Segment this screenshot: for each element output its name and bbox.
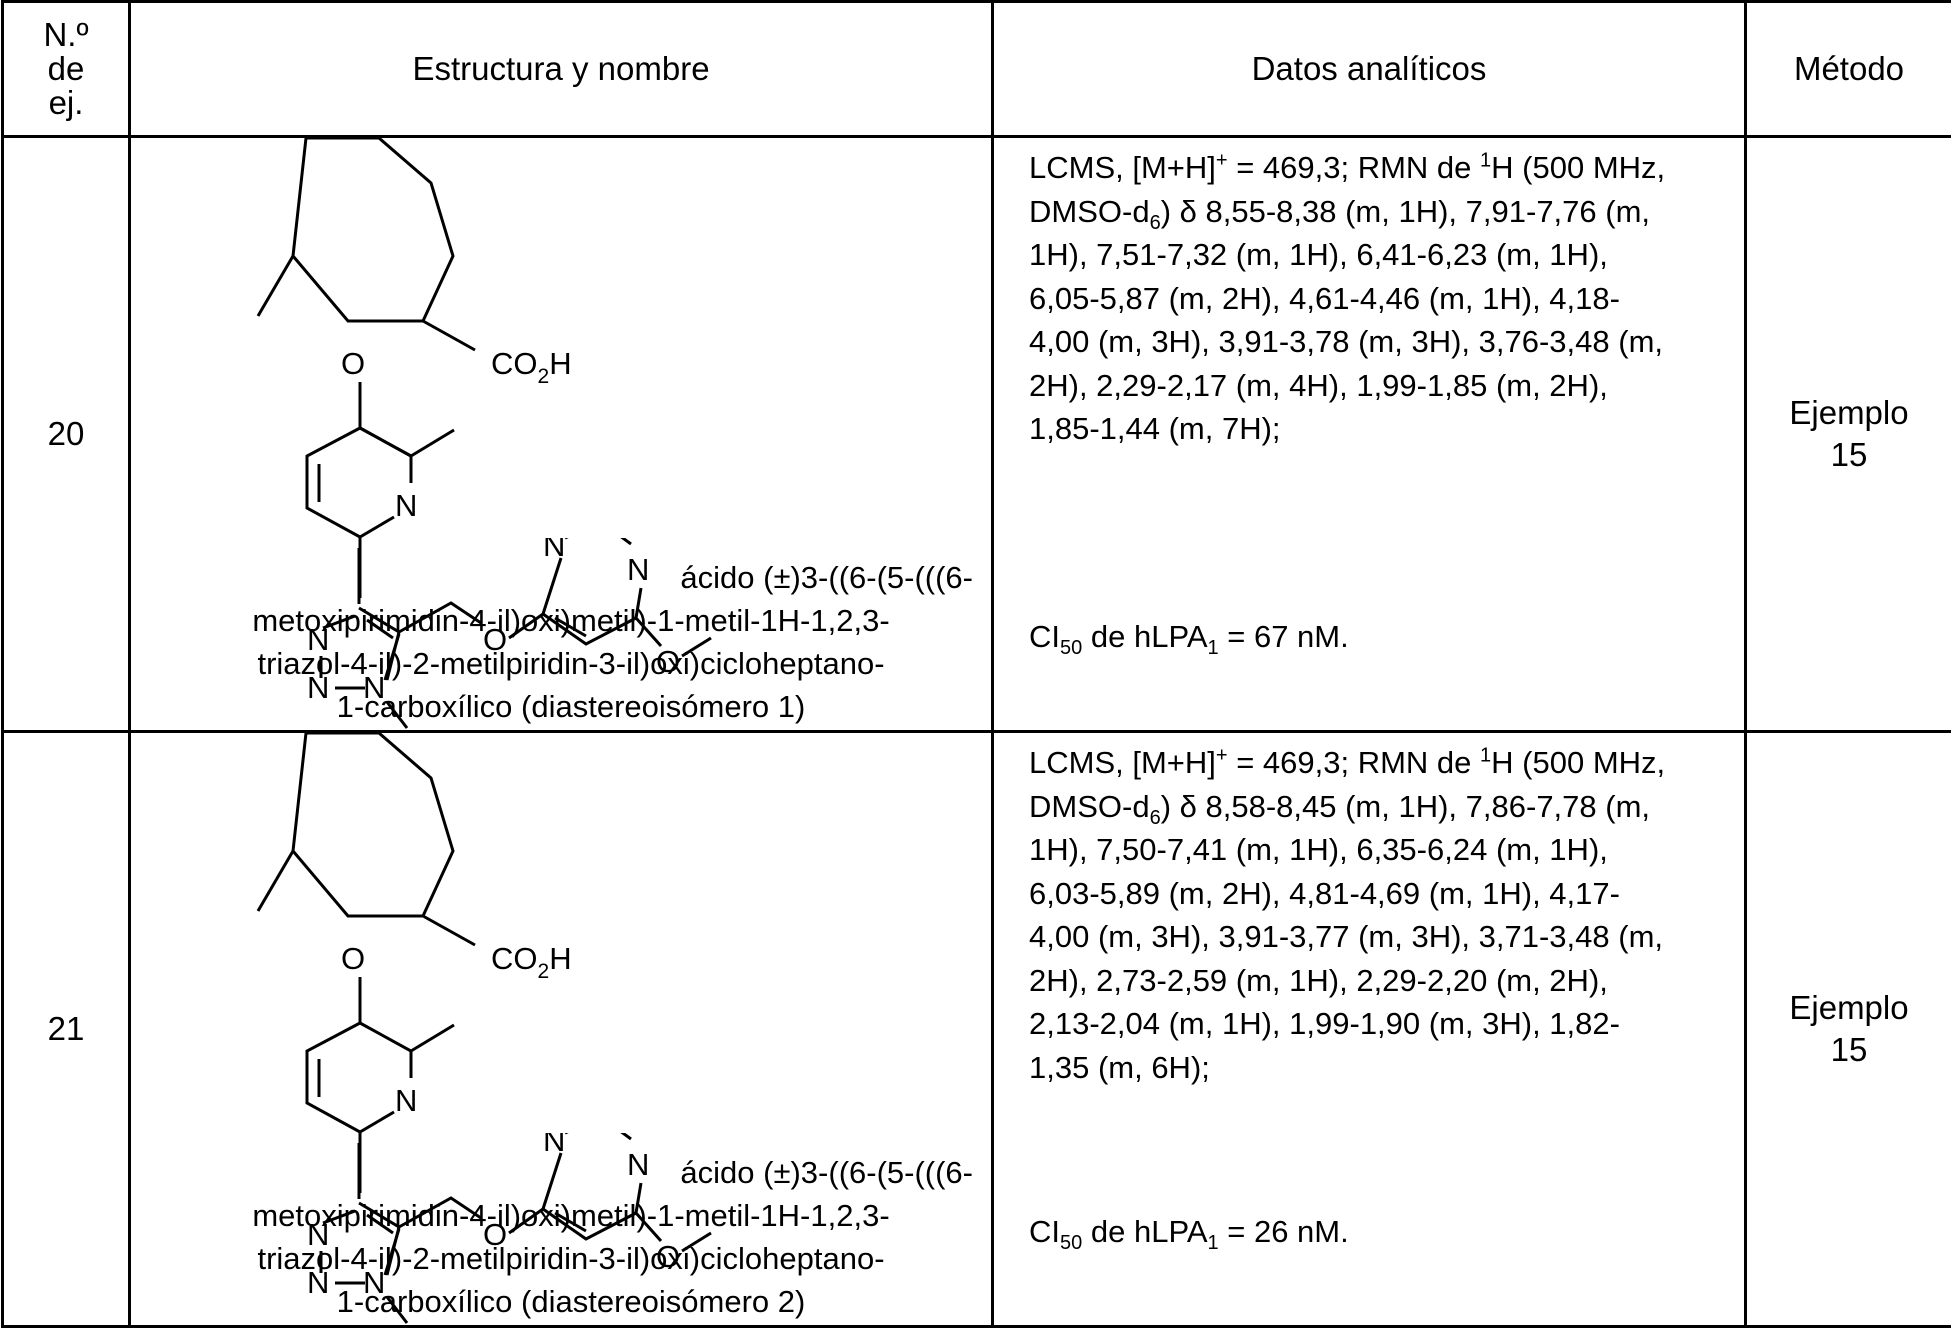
name-line2: metoxipirimidin-4-il)oxi)metil)-1-metil-…	[252, 603, 889, 638]
atom-o: O	[341, 941, 365, 976]
table-row: 20 O CO2H N	[3, 137, 1951, 732]
name-line4: 1-carboxílico (diastereoisómero 1)	[337, 689, 806, 724]
method-cell: Ejemplo 15	[1746, 732, 1951, 1327]
example-number: 20	[3, 137, 130, 732]
structure-cell: O CO2H N N N N	[130, 732, 993, 1327]
method-line1: Ejemplo	[1789, 989, 1908, 1026]
header-structure: Estructura y nombre	[130, 2, 993, 137]
header-row: N.º de ej. Estructura y nombre Datos ana…	[3, 2, 1951, 137]
method-line1: Ejemplo	[1789, 394, 1908, 431]
method-line2: 15	[1831, 436, 1868, 473]
method-cell: Ejemplo 15	[1746, 137, 1951, 732]
name-line3: triazol-4-il)-2-metilpiridin-3-il)oxi)ci…	[257, 646, 884, 681]
name-line2: metoxipirimidin-4-il)oxi)metil)-1-metil-…	[252, 1198, 889, 1233]
header-num-line2: de	[48, 50, 85, 87]
nmr-data: LCMS, [M+H]+ = 469,3; RMN de 1H (500 MHz…	[1029, 146, 1679, 451]
compound-name: ácido (±)3-((6-(5-(((6- metoxipirimidin-…	[161, 1151, 981, 1323]
header-example-number: N.º de ej.	[3, 2, 130, 137]
analytical-data-cell: LCMS, [M+H]+ = 469,3; RMN de 1H (500 MHz…	[993, 137, 1746, 732]
name-line1: ácido (±)3-((6-(5-(((6-	[161, 556, 981, 599]
atom-n-pyridine: N	[395, 488, 417, 523]
name-line3: triazol-4-il)-2-metilpiridin-3-il)oxi)ci…	[257, 1241, 884, 1276]
atom-co2h: CO2H	[491, 941, 572, 983]
atom-co2h: CO2H	[491, 346, 572, 388]
name-line4: 1-carboxílico (diastereoisómero 2)	[337, 1284, 806, 1319]
analytical-data-cell: LCMS, [M+H]+ = 469,3; RMN de 1H (500 MHz…	[993, 732, 1746, 1327]
header-analytical: Datos analíticos	[993, 2, 1746, 137]
method-line2: 15	[1831, 1031, 1868, 1068]
atom-o: O	[341, 346, 365, 381]
name-line1: ácido (±)3-((6-(5-(((6-	[161, 1151, 981, 1194]
header-method: Método	[1746, 2, 1951, 137]
atom-n-pyridine: N	[395, 1083, 417, 1118]
example-number: 21	[3, 732, 130, 1327]
ic50-value: CI50 de hLPA1 = 26 nM.	[1029, 1210, 1349, 1254]
structure-cell: O CO2H N N	[130, 137, 993, 732]
header-num-line1: N.º	[43, 16, 88, 53]
header-num-line3: ej.	[49, 84, 84, 121]
nmr-data: LCMS, [M+H]+ = 469,3; RMN de 1H (500 MHz…	[1029, 741, 1679, 1089]
compound-name: ácido (±)3-((6-(5-(((6- metoxipirimidin-…	[161, 556, 981, 728]
ic50-value: CI50 de hLPA1 = 67 nM.	[1029, 615, 1349, 659]
table-row: 21 O CO2H N N	[3, 732, 1951, 1327]
